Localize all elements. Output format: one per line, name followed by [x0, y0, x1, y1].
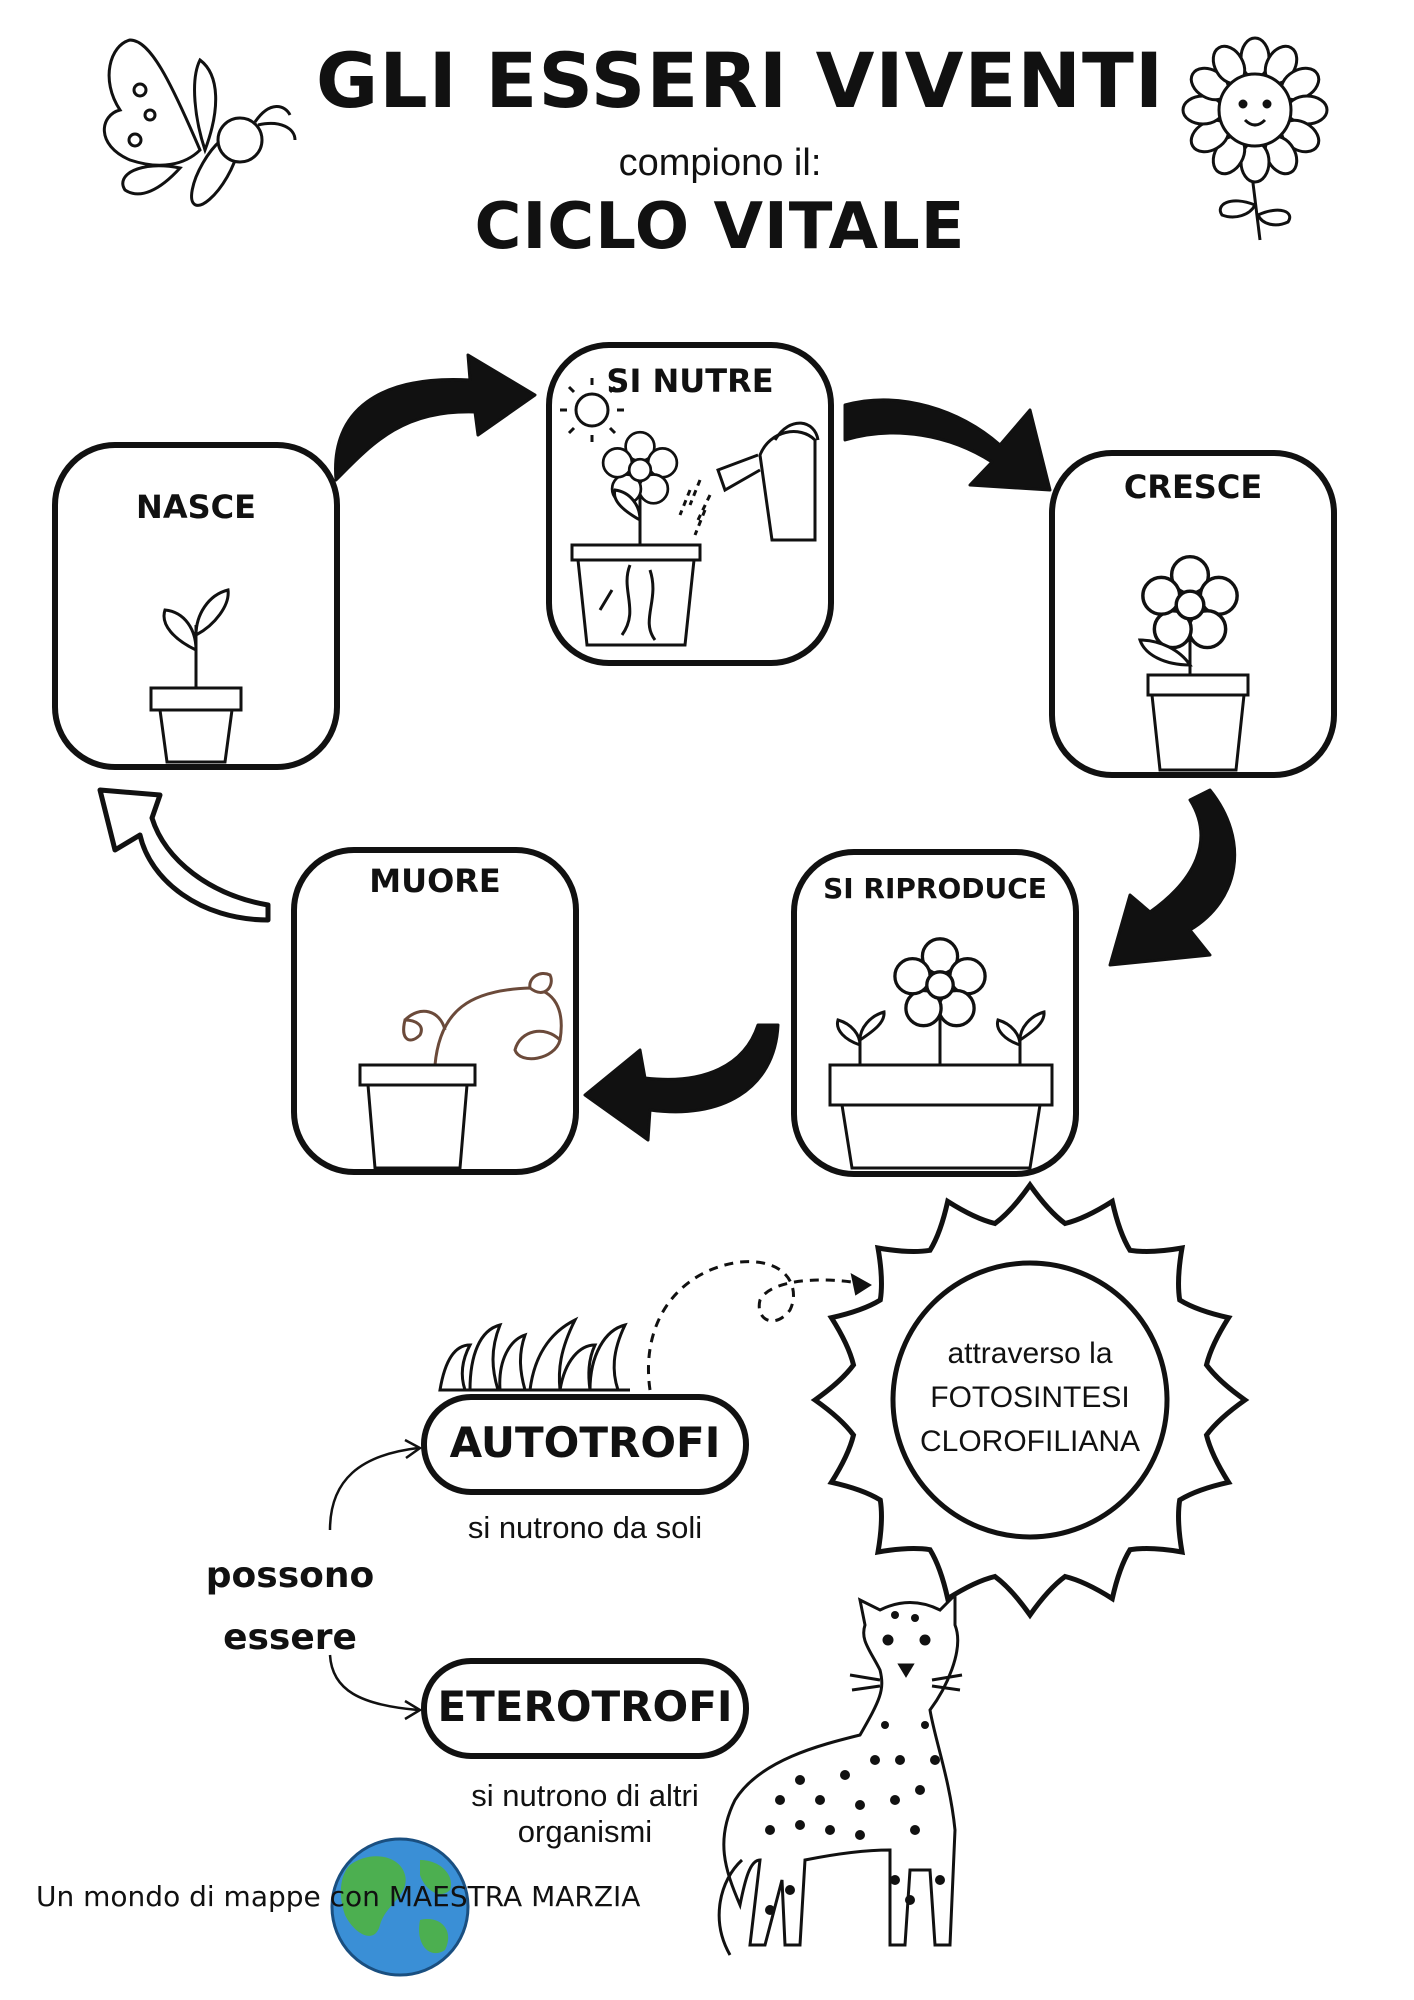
eterotrofi-label: ETEROTROFI — [437, 1682, 733, 1731]
earth-globe-icon — [330, 1837, 470, 1977]
sun-text: attraverso la FOTOSINTESI CLOROFILIANA — [880, 1332, 1180, 1464]
eterotrofi-description-line-2: organismi — [517, 1814, 653, 1849]
stage-label-si-riproduce: SI RIPRODUCE — [823, 872, 1047, 905]
connector-arrow-up — [328, 1438, 423, 1531]
cycle-heading: CICLO VITALE — [474, 190, 966, 264]
autotrofi-pill — [421, 1394, 749, 1495]
butterfly-icon — [102, 38, 297, 207]
sun-text-line-1: attraverso la — [947, 1337, 1113, 1370]
sun-text-line-3: CLOROFILIANA — [919, 1425, 1141, 1458]
stage-box-muore — [291, 847, 579, 1175]
flower-with-sprouts-icon — [828, 937, 1054, 1170]
grass-icon — [438, 1316, 630, 1392]
connector-arrow-down — [328, 1654, 423, 1721]
stage-label-muore: MUORE — [369, 862, 501, 900]
sunflower-icon — [1181, 36, 1329, 241]
wilted-plant-icon — [358, 972, 563, 1170]
stage-label-nasce: NASCE — [136, 488, 256, 526]
eterotrofi-pill — [421, 1658, 749, 1759]
dashed-arrow-head — [850, 1273, 872, 1296]
eterotrofi-description-line-1: si nutrono di altri — [471, 1778, 699, 1813]
cycle-arrow-2 — [843, 398, 1052, 492]
cycle-arrow-4 — [583, 1023, 780, 1142]
dashed-arrow — [647, 1260, 871, 1391]
autotrofi-description: si nutrono da soli — [467, 1510, 703, 1545]
cycle-arrow-5 — [97, 787, 271, 923]
watering-flower-icon — [560, 378, 820, 647]
sprout-in-pot-icon — [149, 588, 243, 764]
cycle-arrow-1 — [334, 353, 537, 482]
page-subtitle: compiono il: — [618, 142, 822, 184]
sun-icon — [810, 1180, 1250, 1620]
leopard-icon — [717, 1591, 963, 1956]
footer-credit: Un mondo di mappe con MAESTRA MARZIA — [36, 1880, 641, 1913]
eterotrofi-description: si nutrono di altri organismi — [400, 1778, 770, 1850]
page-title: GLI ESSERI VIVENTI — [315, 36, 1165, 125]
flower-in-pot-icon — [1137, 554, 1250, 772]
stage-label-si-nutre: SI NUTRE — [606, 362, 774, 400]
autotrofi-label: AUTOTROFI — [449, 1418, 721, 1467]
stage-box-nasce — [52, 442, 340, 770]
connector-text: possono essere — [205, 1555, 375, 1658]
cycle-arrow-3 — [1108, 788, 1237, 967]
sun-text-line-2: FOTOSINTESI — [930, 1381, 1130, 1414]
stage-label-cresce: CRESCE — [1123, 468, 1263, 506]
